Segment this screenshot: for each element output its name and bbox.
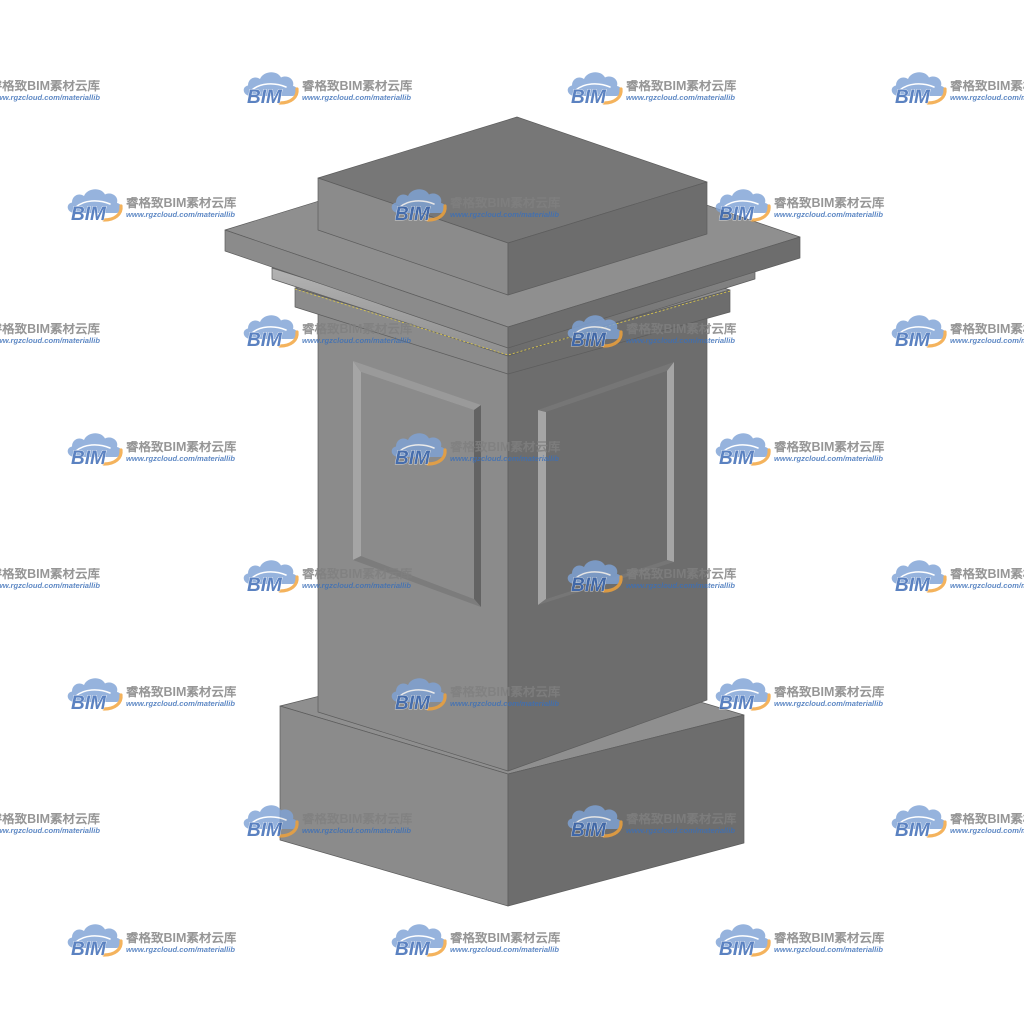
panel-right-bevel-right (667, 362, 674, 562)
panel-right-bevel-top (538, 362, 674, 412)
panel-right-bevel-left (538, 410, 546, 605)
shaft-panel-left (353, 361, 481, 607)
panel-left-field (361, 372, 474, 599)
panel-right-field (546, 371, 667, 599)
panel-left-bevel-left (353, 361, 361, 560)
panel-left-bevel-bottom (353, 556, 481, 607)
pillar-cap-block (317, 116, 708, 296)
cap-right-face (507, 181, 708, 296)
selected-edge-highlight (294, 288, 731, 356)
panel-left-bevel-right (474, 405, 481, 607)
panel-left-bevel-top (353, 361, 481, 410)
base-right-face (507, 714, 745, 907)
shaft-panel-right (538, 362, 674, 605)
